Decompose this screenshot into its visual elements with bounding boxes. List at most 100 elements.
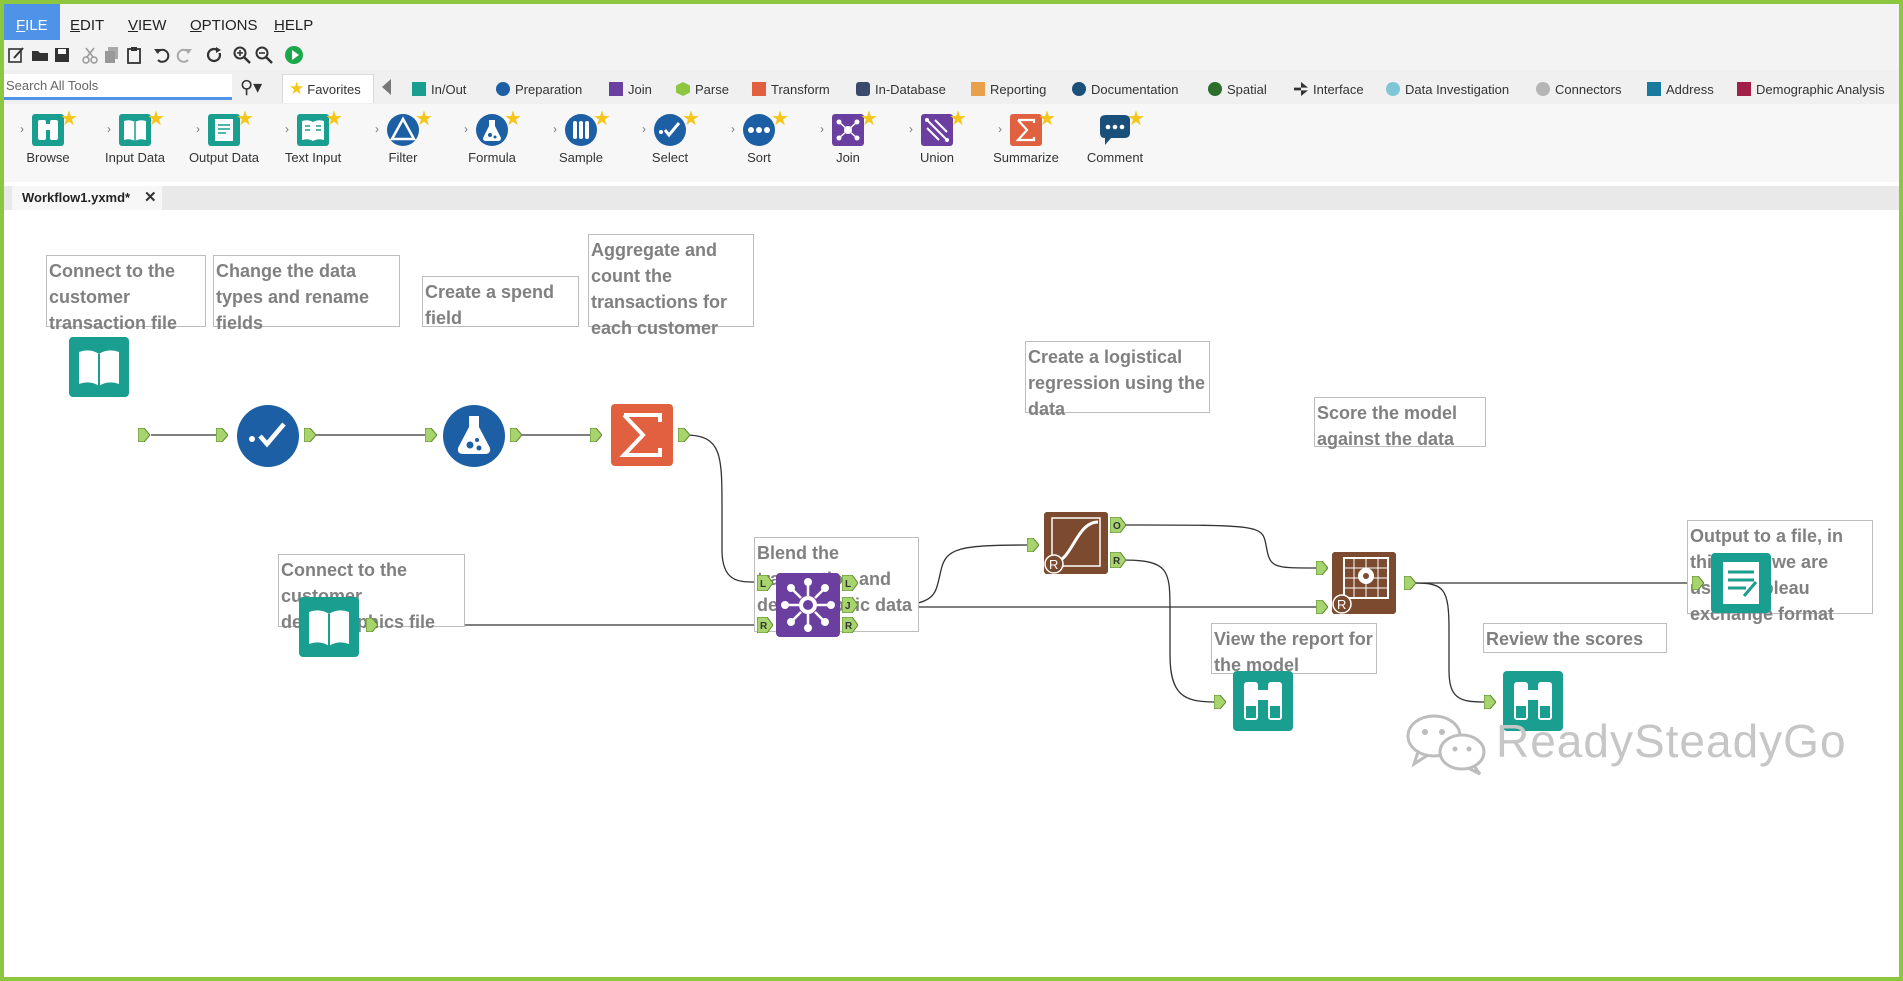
tab-favorites[interactable]: ★Favorites [282, 74, 374, 103]
input-data-demographics-node[interactable] [298, 596, 360, 658]
favorite-star-icon[interactable]: ★ [60, 108, 78, 130]
output-data-node[interactable] [1710, 552, 1772, 614]
favorite-star-icon[interactable]: ★ [860, 108, 878, 130]
join-l-output-anchor-icon[interactable]: L [842, 575, 858, 591]
note-view-report[interactable]: View the report for the model [1211, 623, 1377, 675]
output-anchor-icon[interactable] [138, 428, 150, 442]
note-review-scores[interactable]: Review the scores [1483, 623, 1667, 653]
browse-report-node[interactable] [1232, 670, 1294, 732]
new-workflow-icon[interactable] [6, 45, 26, 65]
tab-demographic-analysis[interactable]: Demographic Analysis [1737, 82, 1885, 97]
output-anchor-icon[interactable] [678, 428, 690, 442]
tab-join[interactable]: Join [609, 82, 652, 97]
search-tools-input[interactable]: Search All Tools [4, 74, 232, 100]
summarize-node[interactable] [610, 403, 674, 467]
save-icon[interactable] [52, 45, 72, 65]
input-anchor-icon[interactable] [216, 428, 228, 442]
zoom-out-icon[interactable] [254, 45, 274, 65]
tab-spatial[interactable]: Spatial [1208, 82, 1267, 97]
input-anchor-icon[interactable] [590, 428, 602, 442]
palette-tool-text-input[interactable]: › ★ Text Input [273, 108, 353, 176]
cut-icon[interactable] [80, 45, 100, 65]
note-change-types[interactable]: Change the data types and rename fields [213, 255, 400, 333]
palette-tool-summarize[interactable]: › ★ Summarize [986, 108, 1066, 176]
browse-scores-node[interactable] [1502, 670, 1564, 732]
tab-in-out[interactable]: In/Out [412, 82, 466, 97]
workflow-canvas[interactable]: Connect to the customer transaction file… [4, 210, 1899, 977]
refresh-icon[interactable] [204, 45, 224, 65]
palette-tool-output-data[interactable]: › ★ Output Data [184, 108, 264, 176]
redo-icon[interactable] [174, 45, 194, 65]
input-anchor-icon[interactable] [425, 428, 437, 442]
note-spend-field[interactable]: Create a spend field [422, 276, 579, 328]
zoom-in-icon[interactable] [232, 45, 252, 65]
menu-edit[interactable]: EDIT [70, 17, 105, 34]
favorite-star-icon[interactable]: ★ [949, 108, 967, 130]
input-anchor-icon[interactable] [1214, 695, 1226, 709]
tab-reporting[interactable]: Reporting [971, 82, 1046, 97]
menu-help[interactable]: HELP [274, 17, 314, 34]
note-connect-transaction[interactable]: Connect to the customer transaction file [46, 255, 206, 333]
output-anchor-icon[interactable] [510, 428, 522, 442]
join-node[interactable] [775, 572, 841, 638]
palette-tool-formula[interactable]: › ★ Formula [452, 108, 532, 176]
menu-options[interactable]: OPTIONS [190, 17, 258, 34]
tab-interface[interactable]: Interface [1294, 82, 1364, 97]
palette-tool-join[interactable]: › ★ Join [808, 108, 888, 176]
tab-documentation[interactable]: Documentation [1072, 82, 1178, 97]
join-left-anchor-icon[interactable]: L [757, 575, 773, 591]
category-scroll-left-icon[interactable] [382, 79, 391, 95]
close-icon[interactable]: ✕ [144, 189, 157, 206]
tab-parse[interactable]: Parse [676, 82, 729, 97]
palette-tool-select[interactable]: › ★ Select [630, 108, 710, 176]
select-node[interactable] [236, 404, 300, 468]
join-j-output-anchor-icon[interactable]: J [842, 597, 858, 613]
output-anchor-icon[interactable] [366, 618, 378, 632]
input-anchor-icon[interactable] [1484, 695, 1496, 709]
copy-icon[interactable] [102, 45, 122, 65]
palette-tool-comment[interactable]: ★ Comment [1075, 108, 1155, 176]
tab-connectors[interactable]: Connectors [1536, 82, 1621, 97]
join-r-output-anchor-icon[interactable]: R [842, 617, 858, 633]
search-icon[interactable]: ⚲▾ [240, 77, 263, 97]
input-anchor-icon[interactable] [1316, 561, 1328, 575]
tab-workflow1[interactable]: Workflow1.yxmd* ✕ [12, 186, 162, 210]
note-score[interactable]: Score the model against the data [1314, 397, 1486, 449]
favorite-star-icon[interactable]: ★ [1038, 108, 1056, 130]
favorite-star-icon[interactable]: ★ [415, 108, 433, 130]
logistic-regression-node[interactable]: R [1042, 510, 1110, 576]
tab-data-investigation[interactable]: Data Investigation [1386, 82, 1509, 97]
input-anchor-icon[interactable] [1027, 538, 1039, 552]
palette-tool-input-data[interactable]: › ★ Input Data [95, 108, 175, 176]
formula-node[interactable] [442, 404, 506, 468]
palette-tool-filter[interactable]: › ★ Filter [363, 108, 443, 176]
menu-view[interactable]: VIEW [128, 17, 167, 34]
input-data-transactions-node[interactable] [68, 336, 130, 398]
paste-icon[interactable] [124, 45, 144, 65]
input-anchor-icon[interactable] [1316, 600, 1328, 614]
open-icon[interactable] [30, 45, 50, 65]
palette-tool-sample[interactable]: › ★ Sample [541, 108, 621, 176]
favorite-star-icon[interactable]: ★ [504, 108, 522, 130]
note-regression[interactable]: Create a logistical regression using the… [1025, 341, 1210, 419]
palette-tool-browse[interactable]: › ★ Browse [8, 108, 88, 176]
tab-address[interactable]: Address [1647, 82, 1714, 97]
join-right-anchor-icon[interactable]: R [757, 617, 773, 633]
favorite-star-icon[interactable]: ★ [682, 108, 700, 130]
undo-icon[interactable] [152, 45, 172, 65]
regression-r-anchor-icon[interactable]: R [1110, 552, 1126, 568]
regression-o-anchor-icon[interactable]: O [1110, 517, 1126, 533]
palette-tool-sort[interactable]: › ★ Sort [719, 108, 799, 176]
tab-transform[interactable]: Transform [752, 82, 830, 97]
output-anchor-icon[interactable] [1404, 576, 1416, 590]
favorite-star-icon[interactable]: ★ [593, 108, 611, 130]
tab-preparation[interactable]: Preparation [496, 82, 582, 97]
note-aggregate[interactable]: Aggregate and count the transactions for… [588, 234, 754, 338]
tab-in-database[interactable]: In-Database [856, 82, 946, 97]
palette-tool-union[interactable]: › ★ Union [897, 108, 977, 176]
favorite-star-icon[interactable]: ★ [236, 108, 254, 130]
favorite-star-icon[interactable]: ★ [325, 108, 343, 130]
input-anchor-icon[interactable] [1692, 576, 1704, 590]
output-anchor-icon[interactable] [304, 428, 316, 442]
run-icon[interactable] [284, 45, 304, 65]
